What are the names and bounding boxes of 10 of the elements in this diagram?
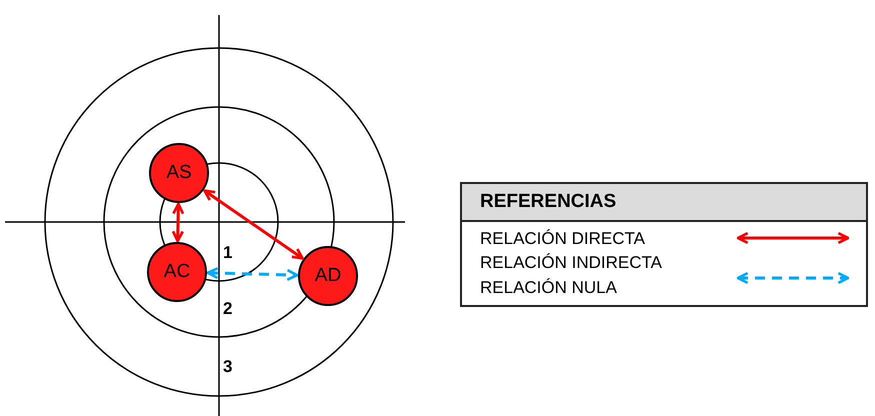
legend-label: RELACIÓN INDIRECTA (480, 254, 662, 271)
ring-number: 1 (223, 244, 232, 261)
arrow (172, 202, 184, 242)
dashed-arrow (206, 266, 298, 282)
legend-title: REFERENCIAS (480, 192, 616, 211)
legend-label: RELACIÓN NULA (480, 279, 617, 296)
legend-label: RELACIÓN DIRECTA (480, 230, 645, 247)
ring-number: 3 (223, 358, 232, 375)
ring-number: 2 (223, 300, 232, 317)
arrow (203, 189, 304, 260)
